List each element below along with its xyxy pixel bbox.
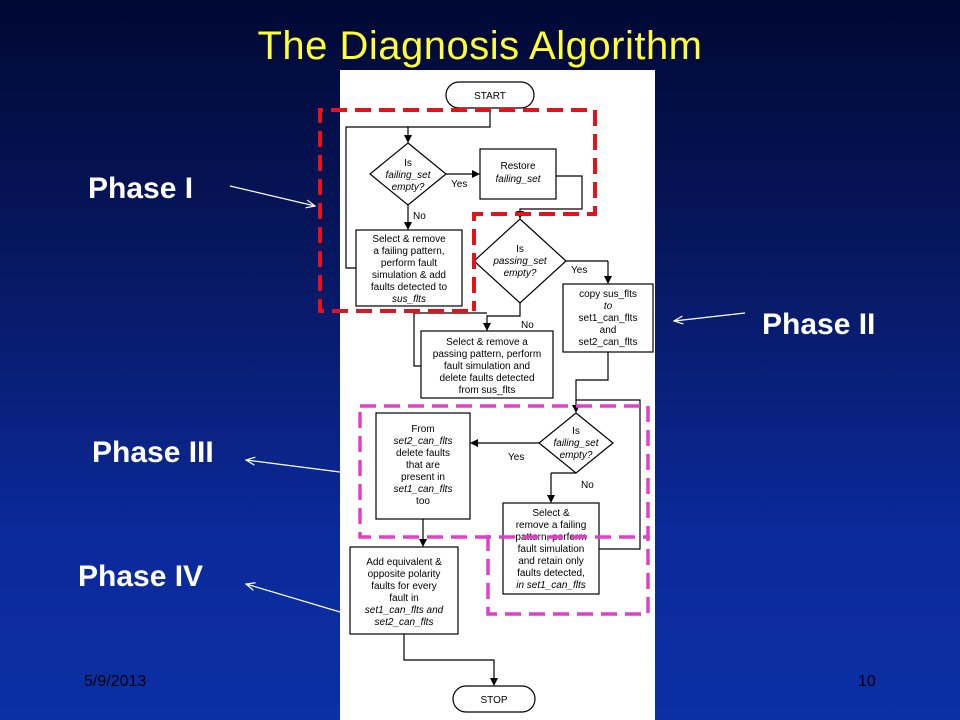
svg-text:set1_can_flts: set1_can_flts xyxy=(394,484,453,495)
svg-text:present in: present in xyxy=(401,472,445,483)
svg-text:fault in: fault in xyxy=(389,593,418,604)
phase-ii-pointer-arrow xyxy=(674,312,746,321)
svg-text:too: too xyxy=(416,496,430,507)
svg-text:Is: Is xyxy=(404,158,412,169)
svg-text:and: and xyxy=(600,325,617,336)
svg-text:failing_set: failing_set xyxy=(495,174,541,185)
svg-text:delete faults detected: delete faults detected xyxy=(439,373,534,384)
svg-text:faults detected,: faults detected, xyxy=(517,568,585,579)
svg-text:set1_can_flts: set1_can_flts xyxy=(579,313,638,324)
svg-text:START: START xyxy=(474,91,506,102)
phase-iii-label: Phase III xyxy=(92,436,214,469)
svg-text:empty?: empty? xyxy=(392,182,425,193)
no-label-1: No xyxy=(413,211,426,222)
svg-text:remove a failing: remove a failing xyxy=(516,520,587,531)
no-label-2: No xyxy=(521,320,534,331)
phase-i-label: Phase I xyxy=(88,172,194,205)
phase-i-region xyxy=(318,108,597,313)
svg-text:faults detected to: faults detected to xyxy=(371,282,448,293)
restore-failing-set-box: Restore failing_set xyxy=(479,148,557,200)
copy-sus-flts-box: copy sus_flts to set1_can_flts and set2_… xyxy=(562,283,654,353)
svg-text:copy sus_flts: copy sus_flts xyxy=(579,289,637,300)
svg-text:fault simulation and: fault simulation and xyxy=(444,361,530,372)
slide-title: The Diagnosis Algorithm xyxy=(257,24,703,68)
yes-label-2: Yes xyxy=(571,265,587,276)
svg-text:in set1_can_flts: in set1_can_flts xyxy=(516,580,586,591)
svg-text:that are: that are xyxy=(406,460,440,471)
svg-text:perform fault: perform fault xyxy=(381,258,437,269)
svg-text:failing_set: failing_set xyxy=(553,438,599,449)
svg-text:Add equivalent &: Add equivalent & xyxy=(366,557,442,568)
svg-text:a failing pattern,: a failing pattern, xyxy=(373,246,444,257)
svg-text:passing_set: passing_set xyxy=(492,256,548,267)
no-label-3: No xyxy=(581,480,594,491)
svg-text:Select & remove: Select & remove xyxy=(372,234,446,245)
svg-text:set2_can_flts: set2_can_flts xyxy=(375,617,434,628)
phase-i-pointer-arrow xyxy=(229,185,315,206)
start-node: START xyxy=(445,81,535,109)
phase-iii-region xyxy=(358,404,650,539)
svg-text:empty?: empty? xyxy=(560,450,593,461)
svg-text:and retain only: and retain only xyxy=(518,556,584,567)
phase-iv-label: Phase IV xyxy=(78,560,204,593)
phase-ii-process-box: Select & remove a passing pattern, perfo… xyxy=(420,330,554,399)
add-equivalent-faults-box: Add equivalent & opposite polarity fault… xyxy=(349,546,459,635)
svg-text:fault simulation: fault simulation xyxy=(518,544,585,555)
delete-faults-box: From set2_can_flts delete faults that ar… xyxy=(375,412,471,520)
svg-text:Select &: Select & xyxy=(532,508,570,519)
svg-text:empty?: empty? xyxy=(504,268,537,279)
phase-ii-label: Phase II xyxy=(762,308,876,341)
phase-iv-region xyxy=(486,535,650,616)
svg-text:From: From xyxy=(411,424,434,435)
flowchart-connectors xyxy=(345,108,641,686)
phase-i-process-box: Select & remove a failing pattern, perfo… xyxy=(355,229,463,307)
svg-text:Is: Is xyxy=(516,244,524,255)
stop-node: STOP xyxy=(452,685,536,713)
yes-label-1: Yes xyxy=(451,179,467,190)
phase-iv-pointer-arrow xyxy=(246,584,341,613)
retain-faults-box: Select & remove a failing pattern, perfo… xyxy=(502,502,600,595)
phase-iii-pointer-arrow xyxy=(246,460,341,473)
svg-text:set2_can_flts: set2_can_flts xyxy=(394,436,453,447)
svg-text:sus_flts: sus_flts xyxy=(392,294,426,305)
svg-text:to: to xyxy=(604,301,613,312)
svg-text:Select & remove a: Select & remove a xyxy=(446,337,528,348)
svg-text:simulation & add: simulation & add xyxy=(372,270,446,281)
svg-text:opposite polarity: opposite polarity xyxy=(368,569,441,580)
yes-label-3: Yes xyxy=(508,452,524,463)
svg-text:Restore: Restore xyxy=(500,161,535,172)
svg-text:faults for every: faults for every xyxy=(371,581,437,592)
svg-text:STOP: STOP xyxy=(480,695,507,706)
svg-text:set2_can_flts: set2_can_flts xyxy=(579,337,638,348)
svg-text:from sus_flts: from sus_flts xyxy=(459,385,516,396)
slide-page-number: 10 xyxy=(858,673,876,690)
svg-text:set1_can_flts and: set1_can_flts and xyxy=(365,605,444,616)
svg-text:passing pattern, perform: passing pattern, perform xyxy=(433,349,541,360)
slide-date: 5/9/2013 xyxy=(84,673,147,690)
svg-text:failing_set: failing_set xyxy=(385,170,431,181)
svg-text:Is: Is xyxy=(572,426,580,437)
svg-text:delete faults: delete faults xyxy=(396,448,450,459)
